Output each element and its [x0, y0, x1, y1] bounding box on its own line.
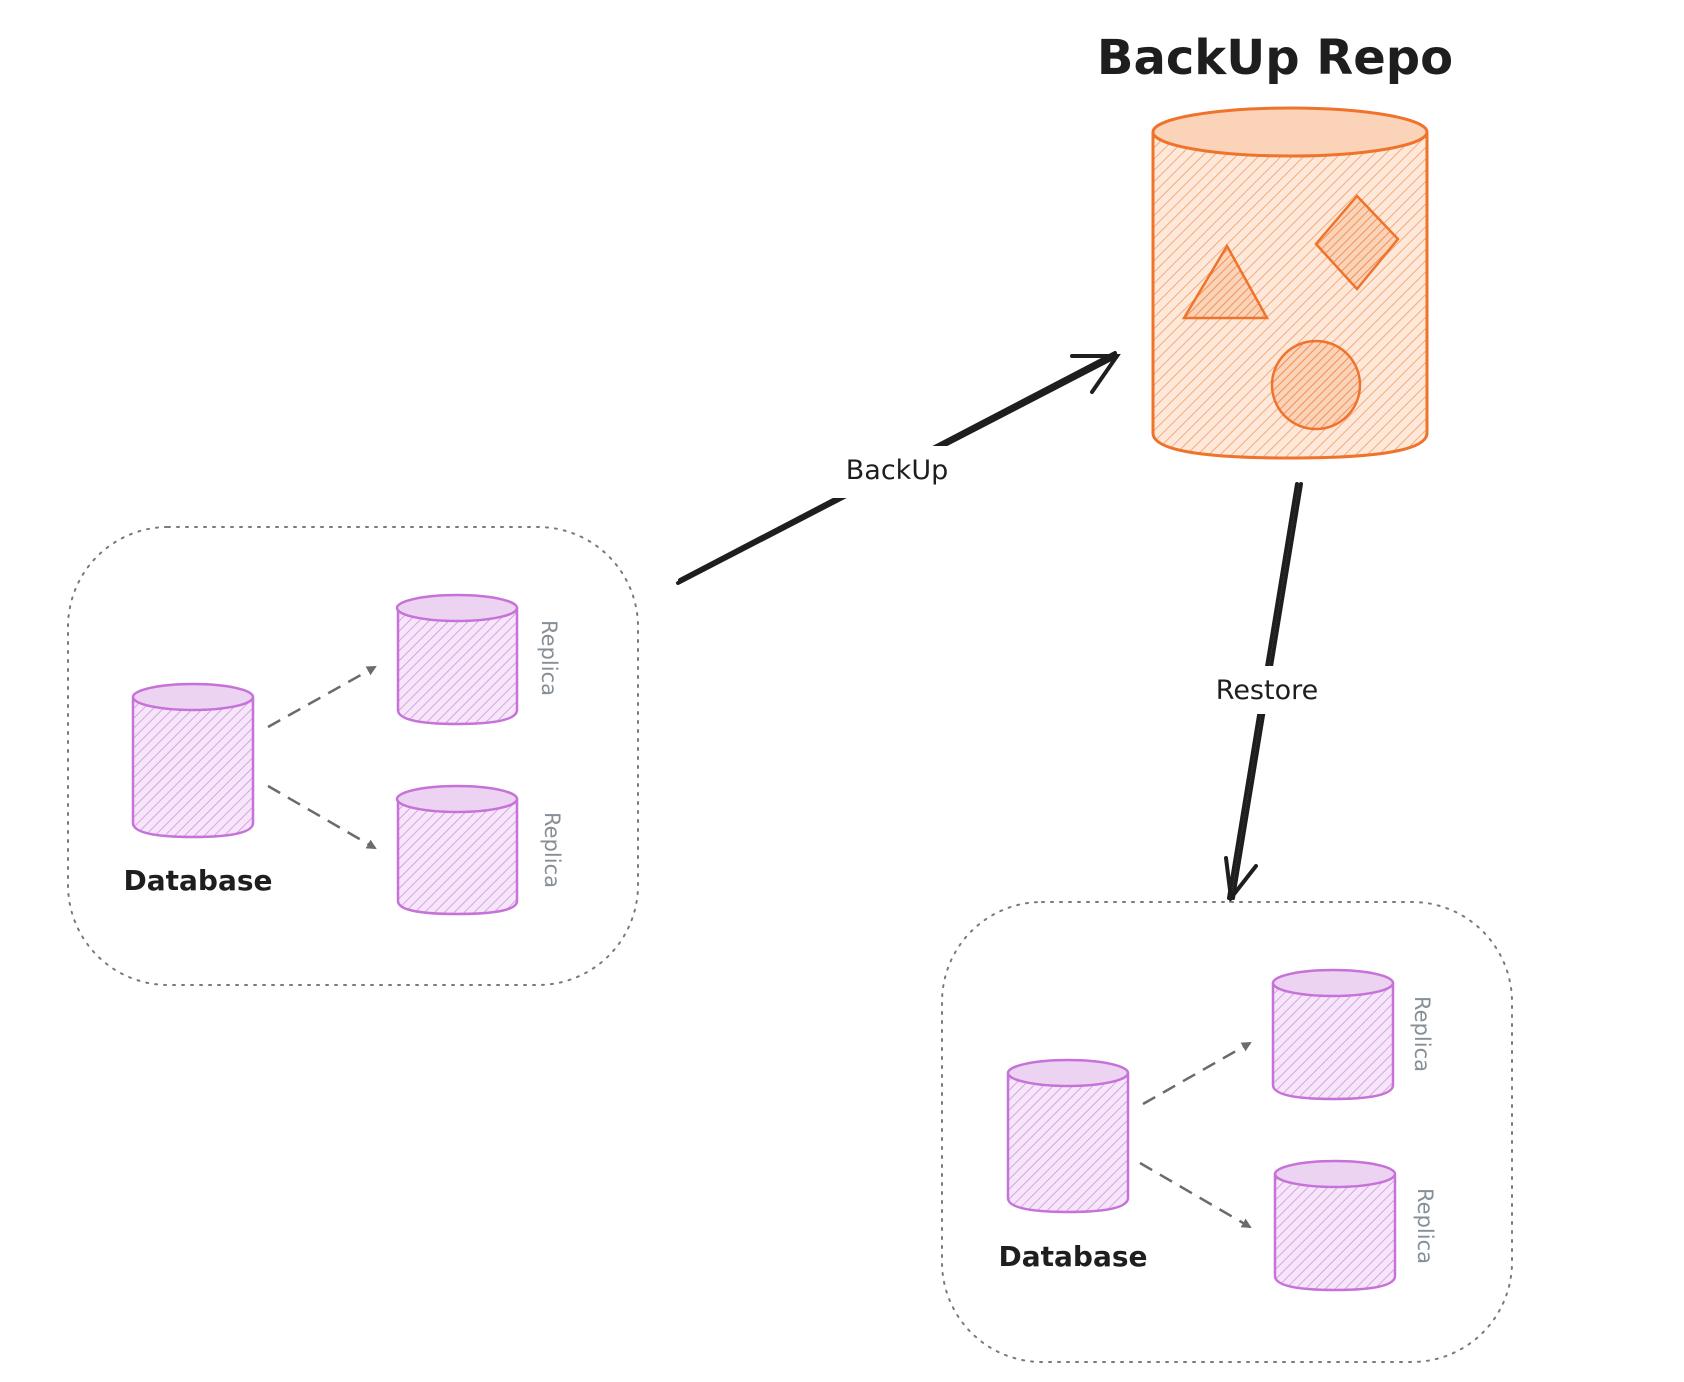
group-border	[941, 901, 1513, 1363]
replica-label: Replica	[540, 812, 564, 888]
replication-arrow	[1139, 1161, 1252, 1229]
backup-label-bg	[830, 446, 958, 498]
diamond-shape	[1314, 194, 1400, 291]
database-label: Database	[123, 864, 272, 897]
restored-database-group: Database Replica Replica	[941, 901, 1513, 1363]
restore-label: Restore	[1216, 675, 1318, 706]
replication-arrow	[267, 665, 377, 729]
restore-label-bg	[1192, 666, 1342, 714]
replication-arrow	[1142, 1041, 1252, 1106]
backup-label: BackUp	[846, 455, 948, 486]
replica-cylinder	[395, 593, 519, 726]
replica-cylinder	[1271, 968, 1395, 1101]
replica-cylinder	[395, 784, 519, 916]
replica-label: Replica	[1413, 1188, 1437, 1264]
backup-repo-cylinder	[1151, 106, 1429, 460]
repo-title: BackUp Repo	[1097, 30, 1453, 86]
database-cylinder	[1006, 1058, 1130, 1214]
group-border	[67, 526, 639, 986]
source-database-group: Database Replica Replica	[67, 526, 639, 986]
replica-cylinder	[1273, 1159, 1397, 1292]
database-label: Database	[998, 1240, 1147, 1273]
database-cylinder	[131, 682, 255, 839]
replica-label: Replica	[1410, 996, 1434, 1072]
replication-arrow	[267, 784, 377, 850]
triangle-shape	[1181, 243, 1270, 320]
circle-shape	[1270, 339, 1362, 431]
replica-label: Replica	[537, 620, 561, 696]
